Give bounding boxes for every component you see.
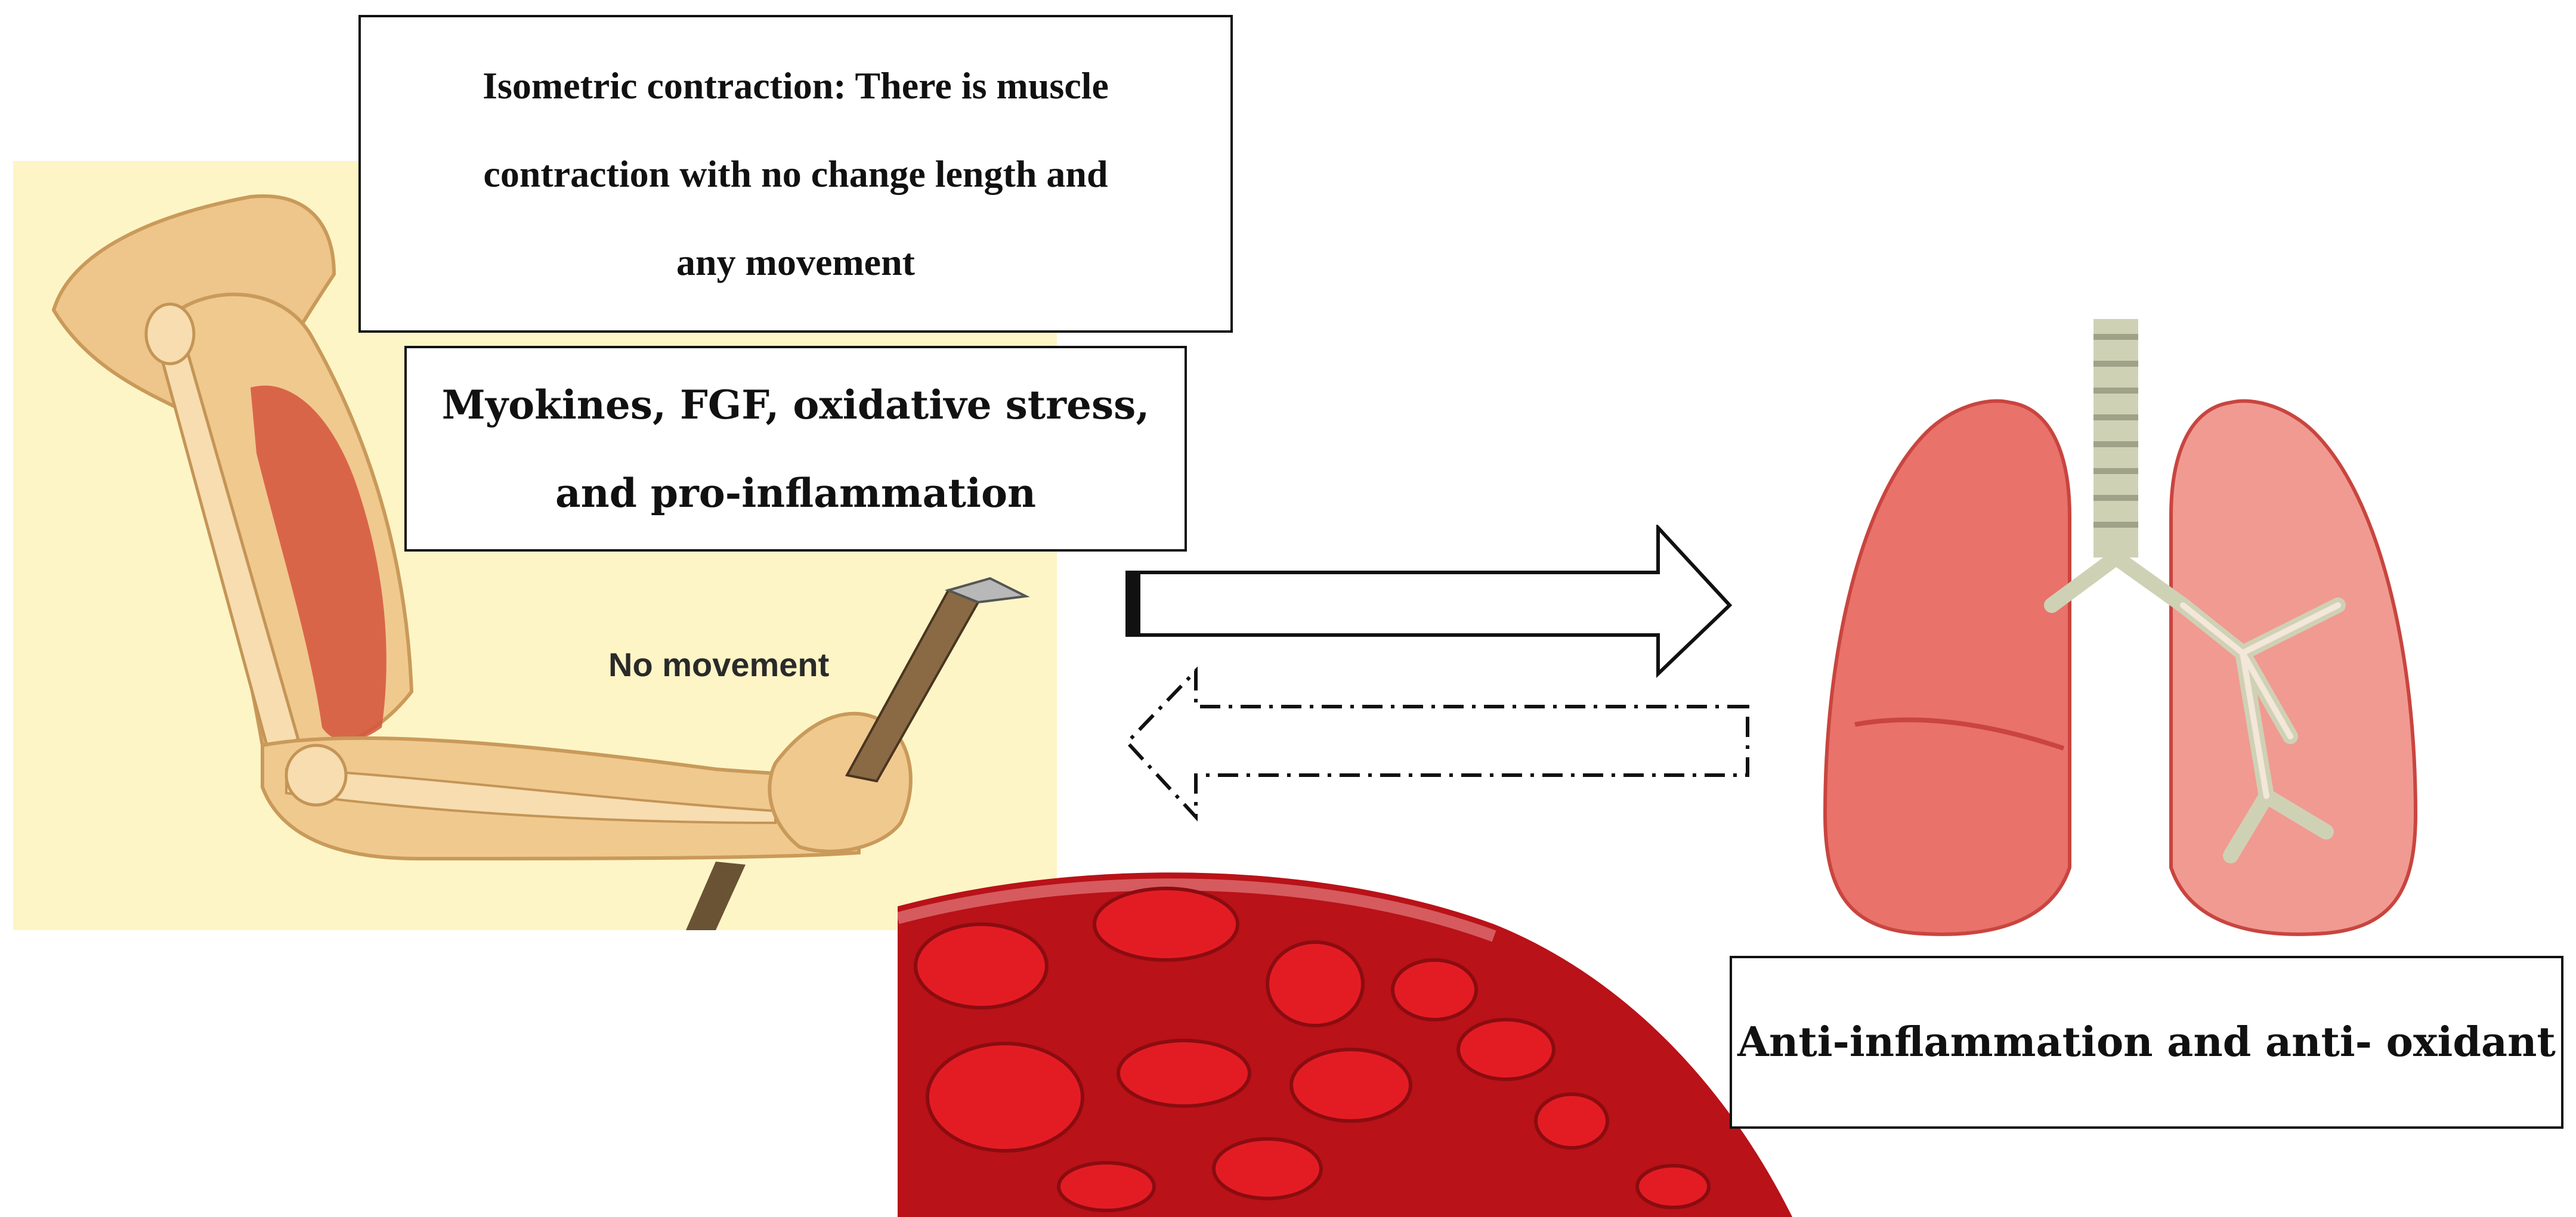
- trachea: [2093, 319, 2138, 558]
- anti-inflammation-text: Anti-inflammation and anti- oxidant: [1737, 1018, 2556, 1066]
- lungs-illustration: [1823, 319, 2418, 936]
- biceps-muscle: [251, 385, 386, 741]
- left-lung: [1823, 399, 2071, 936]
- blood-cells-illustration: [898, 872, 1792, 1217]
- isometric-contraction-text: Isometric contraction: There is muscle c…: [483, 64, 1109, 283]
- bar-top: [944, 577, 1030, 604]
- myokines-text: Myokines, FGF, oxidative stress, and pro…: [441, 381, 1150, 516]
- bar-bottom: [686, 862, 746, 930]
- arrows: [1124, 525, 1749, 822]
- left-dashed-arrow: [1124, 666, 1749, 822]
- anti-inflammation-box: Anti-inflammation and anti- oxidant: [1730, 956, 2563, 1129]
- isometric-contraction-box: Isometric contraction: There is muscle c…: [358, 15, 1233, 333]
- myokines-box: Myokines, FGF, oxidative stress, and pro…: [404, 346, 1187, 552]
- right-lung: [2169, 399, 2418, 936]
- no-movement-label: No movement: [608, 646, 830, 683]
- forearm-bones: [285, 767, 777, 825]
- right-arrow: [1125, 525, 1733, 679]
